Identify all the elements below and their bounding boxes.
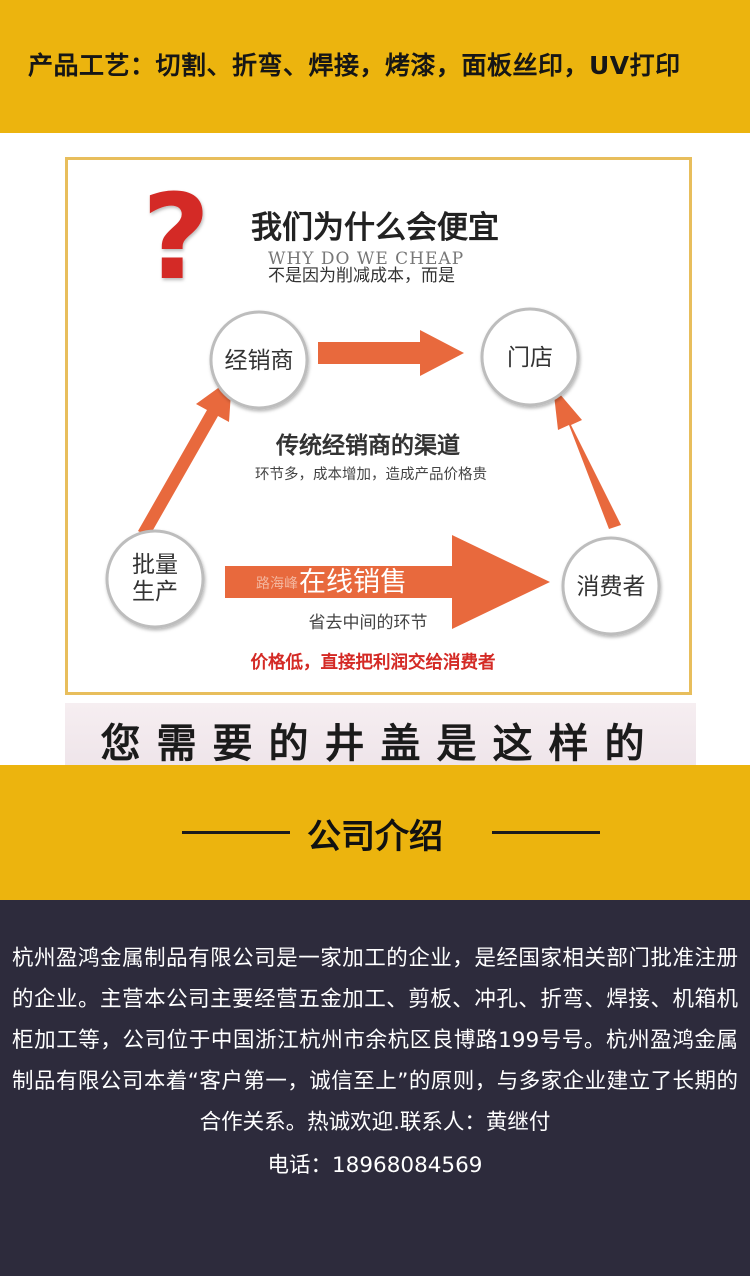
traditional-channel-title: 传统经销商的渠道 <box>275 432 460 459</box>
node-consumer-label: 消费者 <box>577 574 646 600</box>
question-mark-icon: ? <box>142 168 210 306</box>
section-title: 公司介绍 <box>307 817 443 857</box>
node-bulk-label-2: 生产 <box>132 579 178 605</box>
node-bulk-label-1: 批量 <box>132 552 178 578</box>
node-bulk-production <box>105 529 205 629</box>
node-distributor <box>209 310 309 410</box>
node-distributor-label: 经销商 <box>225 348 294 374</box>
traditional-channel-desc: 环节多，成本增加，造成产品价格贵 <box>255 466 487 483</box>
process-text: 产品工艺：切割、折弯、焊接，烤漆，面板丝印，UV打印 <box>28 51 681 80</box>
why-cheap-poster: ? 我们为什么会便宜 WHY DO WE CHEAP 不是因为削减成本，而是 经… <box>65 157 692 695</box>
arrow-distributor-to-store-icon <box>318 330 464 376</box>
intro-paragraph: 杭州盈鸿金属制品有限公司是一家加工的企业，是经国家相关部门批准注册的企业。主营本… <box>12 946 738 1135</box>
online-sales-desc: 省去中间的环节 <box>309 613 428 633</box>
contact-phone: 电话：18968084569 <box>267 1153 483 1178</box>
caption-strip: 您需要的井盖是这样的 <box>65 703 696 767</box>
node-consumer <box>561 536 661 636</box>
divider-left <box>182 831 290 834</box>
watermark-text: 路海峰 <box>256 576 298 592</box>
node-store-label: 门店 <box>507 345 553 371</box>
arrow-bulk-to-distributor-icon <box>138 378 232 537</box>
online-sales-label: 在线销售 <box>299 567 407 598</box>
company-intro: 杭州盈鸿金属制品有限公司是一家加工的企业，是经国家相关部门批准注册的企业。主营本… <box>0 900 750 1276</box>
low-price-note: 价格低，直接把利润交给消费者 <box>251 652 496 673</box>
divider-right <box>492 831 600 834</box>
header-banner: 产品工艺：切割、折弯、焊接，烤漆，面板丝印，UV打印 <box>0 0 750 133</box>
poster-subtitle-cn: 不是因为削减成本，而是 <box>268 266 455 286</box>
poster-subtitle-en: WHY DO WE CHEAP <box>268 249 464 269</box>
node-store <box>480 307 580 407</box>
poster-title: 我们为什么会便宜 <box>251 210 499 246</box>
arrow-online-sales-icon <box>225 535 550 629</box>
section-header: 公司介绍 <box>0 765 750 900</box>
caption-text: 您需要的井盖是这样的 <box>100 720 661 767</box>
poster-graphic: ? 我们为什么会便宜 WHY DO WE CHEAP 不是因为削减成本，而是 经… <box>105 168 661 673</box>
arrow-consumer-to-store-icon <box>553 386 621 529</box>
